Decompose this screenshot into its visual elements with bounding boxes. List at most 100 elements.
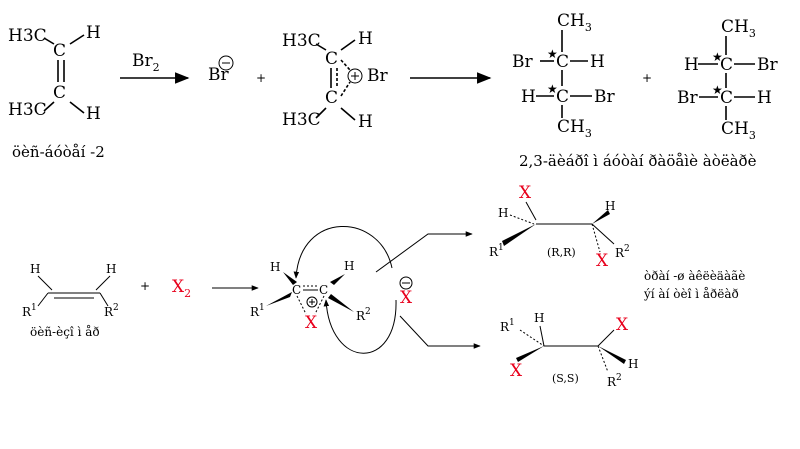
curved-arrow-upper bbox=[293, 226, 393, 279]
hydrogen-right: H bbox=[757, 88, 772, 108]
hydrogen-upper: H bbox=[86, 23, 101, 43]
hydrogen-right: H bbox=[106, 262, 116, 276]
positive-charge-icon bbox=[347, 68, 363, 84]
carbon-lower: C bbox=[556, 87, 569, 107]
halogen-x: X bbox=[616, 315, 629, 335]
bond bbox=[539, 325, 545, 347]
partial-bond bbox=[314, 295, 325, 315]
hydrogen: H bbox=[498, 206, 508, 220]
bromine-left: Br bbox=[512, 52, 533, 72]
wedge-bond bbox=[328, 294, 354, 312]
hashed-bond bbox=[519, 329, 545, 347]
cis-2-butene: H3C C H C H3C H öèñ-áóòåí -2 bbox=[8, 23, 105, 161]
methyl: H3C bbox=[282, 31, 321, 51]
bond bbox=[315, 107, 327, 119]
halide-anion: X bbox=[400, 288, 413, 308]
product-rr: X H H R1 R2 X (R,R) bbox=[489, 183, 630, 271]
bromonium-ion: H3C C H C H3C H Br bbox=[282, 29, 388, 132]
carbon-upper: C bbox=[556, 52, 569, 72]
negative-charge-icon bbox=[399, 276, 413, 290]
positive-charge-icon bbox=[306, 296, 318, 308]
partial-bond bbox=[296, 295, 307, 315]
substituent-r2: R2 bbox=[356, 307, 371, 323]
bond bbox=[69, 101, 85, 114]
bromide-anion: Br bbox=[208, 55, 234, 85]
cis-butene-caption: öèñ-áóòåí -2 bbox=[12, 143, 105, 161]
bond bbox=[315, 43, 327, 51]
hydrogen-left: H bbox=[684, 55, 699, 75]
hydrogen-lower: H bbox=[86, 104, 101, 124]
wedge-bond bbox=[516, 346, 544, 362]
plus-sign: + bbox=[140, 279, 150, 293]
stereocenter-star: ★ bbox=[712, 83, 723, 97]
cis-isomer-caption: öèñ-èçî ì åð bbox=[30, 324, 100, 339]
bond bbox=[591, 223, 615, 245]
carbon: C bbox=[325, 49, 338, 69]
substituent-r1: R1 bbox=[22, 303, 37, 319]
dibromobutane-enantiomer-a: CH3 Br C H ★ H C Br ★ CH3 bbox=[512, 11, 615, 140]
stereocenter-star: ★ bbox=[547, 82, 558, 96]
bond bbox=[43, 37, 55, 45]
hydrogen-left: H bbox=[30, 262, 40, 276]
ch3-top: CH3 bbox=[557, 11, 592, 34]
wedge-bond bbox=[598, 346, 626, 364]
hydrogen-right: H bbox=[590, 52, 605, 72]
carbon-lower: C bbox=[53, 83, 66, 103]
hydrogen-right: H bbox=[344, 259, 354, 273]
hashed-bond bbox=[591, 223, 601, 253]
bond bbox=[99, 292, 109, 307]
plus-sign: + bbox=[256, 71, 266, 85]
arrow-to-ss bbox=[399, 315, 481, 349]
hydrogen: H bbox=[605, 199, 615, 213]
bond bbox=[340, 107, 356, 121]
curved-arrow-lower bbox=[323, 299, 397, 354]
configuration-label: (S,S) bbox=[552, 372, 579, 385]
bromine-right: Br bbox=[757, 55, 778, 75]
hashed-bond bbox=[509, 214, 535, 225]
wedge-bond bbox=[592, 210, 610, 224]
substituent-r2: R2 bbox=[607, 373, 622, 389]
halogen-x2: X2 bbox=[172, 277, 191, 300]
stereocenter-star: ★ bbox=[547, 47, 558, 61]
halogen-x: X bbox=[510, 361, 523, 381]
halonium-intermediate: H H C C R1 R2 X X bbox=[250, 226, 413, 354]
ch3-bottom: CH3 bbox=[721, 119, 756, 142]
substituent-r1: R1 bbox=[250, 303, 265, 319]
carbon-left: C bbox=[292, 283, 301, 297]
bromide-symbol: Br bbox=[208, 65, 229, 85]
reagent-br2: Br2 bbox=[132, 51, 160, 74]
bond bbox=[597, 329, 615, 347]
plus-sign: + bbox=[642, 71, 652, 85]
ch3-bottom: CH3 bbox=[557, 117, 592, 140]
hydrogen: H bbox=[358, 112, 373, 132]
stereocenter-star: ★ bbox=[712, 50, 723, 64]
substituent-r1: R1 bbox=[489, 243, 504, 259]
carbon-upper: C bbox=[53, 41, 66, 61]
reaction-arrow-br2: Br2 bbox=[120, 51, 190, 84]
substituent-r2: R2 bbox=[615, 244, 630, 260]
hydrogen: H bbox=[534, 311, 544, 325]
product-ss: R1 H X X H R2 (S,S) bbox=[500, 311, 638, 389]
cis-isomer: H H R1 R2 öèñ-èçî ì åð bbox=[22, 262, 119, 339]
bond bbox=[37, 275, 53, 291]
hydrogen-left: H bbox=[521, 87, 536, 107]
bond bbox=[69, 34, 85, 45]
wedge-bond bbox=[283, 272, 297, 285]
bond bbox=[525, 201, 537, 221]
racemate-caption: 2,3-äèáðî ì áóòàí ðàöåìè àòëàðè bbox=[519, 152, 757, 170]
trans-addition-caption-line2: ýí àí òèî ì åðëàð bbox=[643, 286, 739, 301]
ch3-top: CH3 bbox=[721, 17, 756, 40]
bromine-right: Br bbox=[594, 87, 615, 107]
bond bbox=[95, 275, 111, 291]
wedge-bond bbox=[266, 292, 292, 306]
trans-addition-caption-line1: òðàí -ø àêëèäàãè bbox=[644, 269, 745, 283]
hashed-bond bbox=[597, 345, 609, 373]
bond bbox=[43, 101, 55, 112]
arrow-to-rr bbox=[375, 231, 473, 273]
dibromobutane-enantiomer-b: CH3 H C Br ★ Br C H ★ CH3 bbox=[677, 17, 778, 142]
carbon-upper: C bbox=[720, 55, 733, 75]
hydrogen-left: H bbox=[270, 260, 280, 274]
hydrogen: H bbox=[358, 29, 373, 49]
